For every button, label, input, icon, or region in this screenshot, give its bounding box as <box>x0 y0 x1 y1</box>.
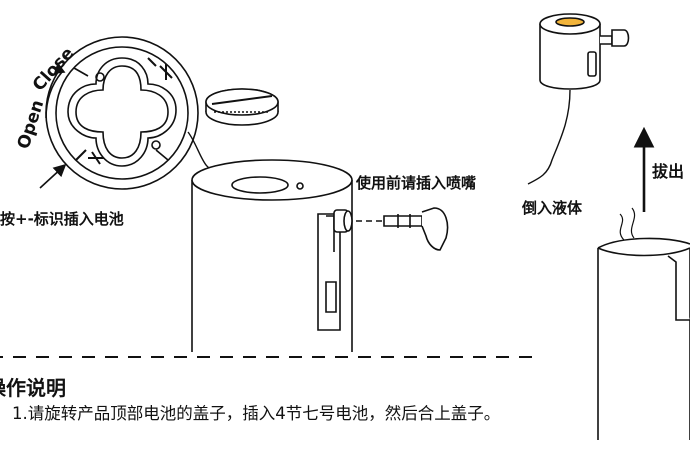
pour-caption: 倒入液体 <box>522 199 583 217</box>
battery-compartment-diagram <box>45 36 199 190</box>
open-label: Open <box>14 98 49 152</box>
main-cylinder-body <box>191 159 353 352</box>
nozzle <box>383 207 449 251</box>
steam-lines <box>619 207 636 241</box>
battery-caption-leader <box>39 163 67 189</box>
instructions-step1: 1.请旋转产品顶部电池的盖子，插入4节七号电池，然后合上盖子。 <box>0 402 506 426</box>
battery-cap <box>205 88 279 126</box>
close-label: Close <box>29 44 78 96</box>
battery-wire <box>187 131 219 171</box>
battery-caption: 按+-标识插入电池 <box>0 210 124 228</box>
instructions-title: 操作说明 <box>0 376 66 400</box>
pour-container <box>597 237 690 440</box>
pull-caption: 拔出 <box>652 162 685 181</box>
small-device <box>539 13 630 90</box>
nozzle-port <box>333 209 353 233</box>
nozzle-caption: 使用前请插入喷嘴 <box>356 174 477 192</box>
polarity-marks <box>75 57 173 165</box>
instructions-step1-text: 1.请旋转产品顶部电池的盖子，插入4节七号电池，然后合上盖子。 <box>12 404 501 423</box>
small-device-cord <box>527 89 571 185</box>
rotate-arrow-icon <box>45 62 66 119</box>
